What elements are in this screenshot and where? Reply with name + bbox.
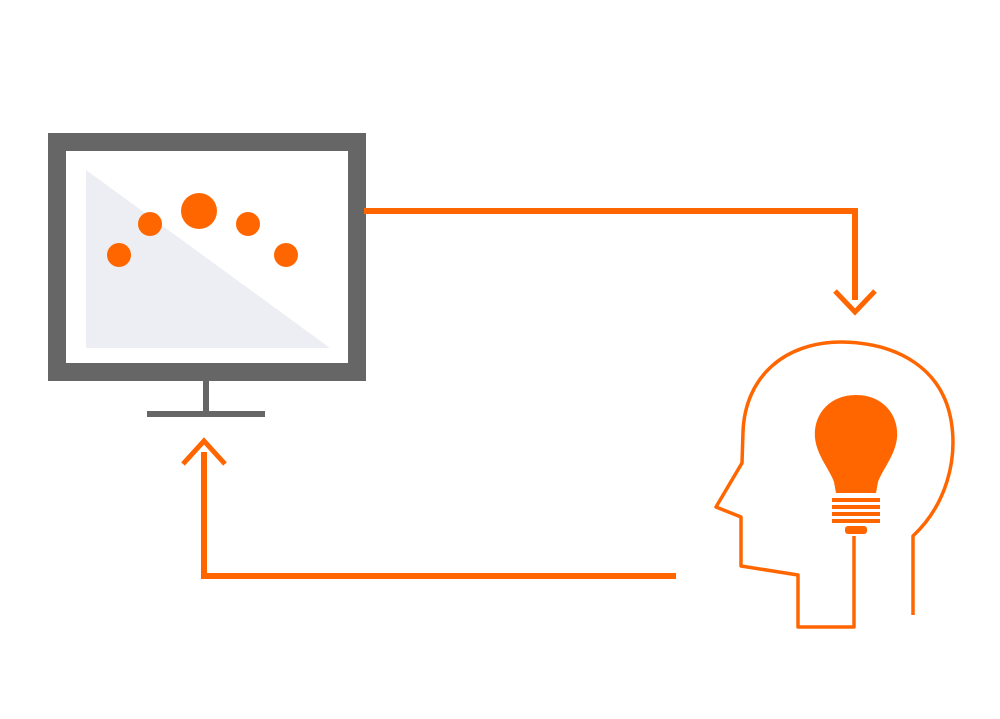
arrow-line (364, 208, 858, 300)
arrowhead-up-icon (181, 437, 227, 466)
monitor-icon (48, 133, 366, 417)
bulb-base-ring (832, 512, 880, 516)
bulb-glass (814, 395, 898, 493)
bulb-base-ring (832, 519, 880, 523)
arrowhead-down-icon (833, 289, 877, 316)
arrow-person-to-monitor (181, 437, 676, 579)
data-dot (107, 243, 131, 267)
bulb-base-tip (845, 526, 867, 534)
data-dot (274, 243, 298, 267)
arrow-monitor-to-person (364, 208, 877, 316)
lightbulb-icon (814, 395, 898, 534)
data-dot-large (181, 193, 217, 229)
data-dot (138, 212, 162, 236)
head-outline (714, 340, 955, 629)
head-with-lightbulb-icon (714, 340, 955, 629)
bulb-base-ring (832, 505, 880, 509)
data-dot (236, 212, 260, 236)
arrow-line (201, 452, 676, 579)
bulb-base-ring (832, 498, 880, 502)
scatter-dots-icon (107, 193, 298, 267)
